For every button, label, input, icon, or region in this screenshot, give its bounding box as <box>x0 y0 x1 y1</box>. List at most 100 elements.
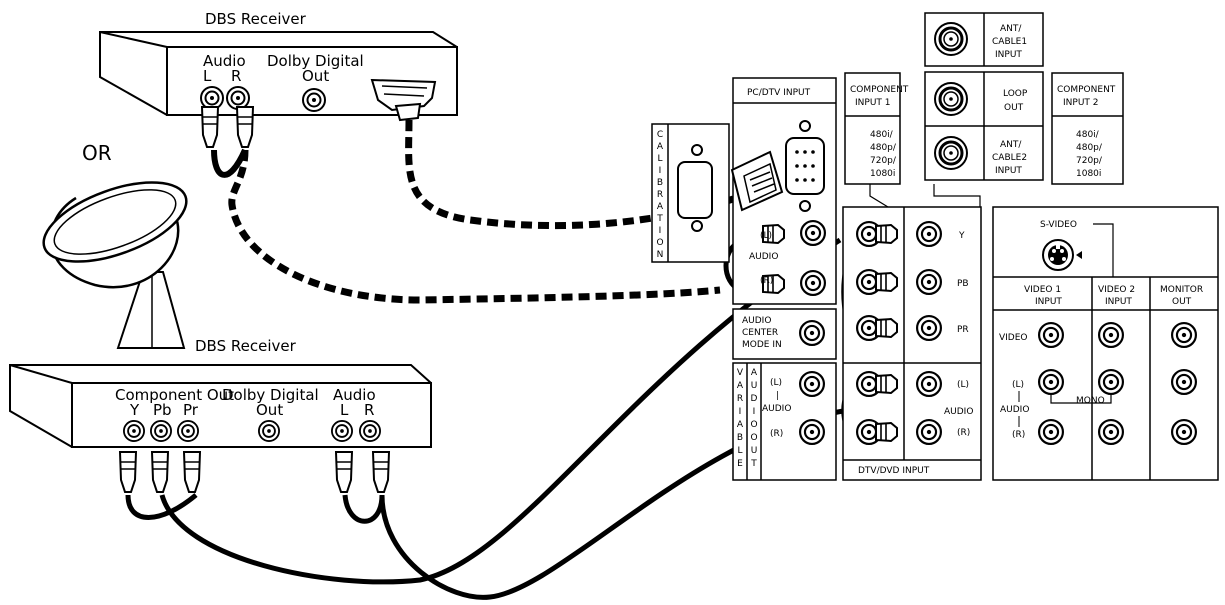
video1-video-jack <box>1038 322 1064 348</box>
dtv-pb-label: PB <box>957 279 969 289</box>
component1-res-2: 480p/ <box>870 143 897 153</box>
ant2-label-2: CABLE2 <box>992 153 1027 163</box>
loop-out-coax <box>933 81 969 117</box>
video1-audio-l-jack <box>1038 369 1064 395</box>
dtv-c2-y-jack <box>916 221 942 247</box>
pc-audio-r-label: (R) <box>760 276 773 286</box>
dtv-r-label: (R) <box>957 428 970 438</box>
audio-out-letter: D <box>751 394 758 404</box>
calibration-letter: R <box>657 190 663 200</box>
dtv-audio-label: AUDIO <box>944 407 973 417</box>
dtv-dvd-input-label: DTV/DVD INPUT <box>858 466 930 476</box>
dtv-l-label: (L) <box>957 380 969 390</box>
satellite-dish <box>42 181 188 349</box>
video2-video-jack <box>1098 322 1124 348</box>
ant1-label-3: INPUT <box>995 50 1022 60</box>
component1-label-2: INPUT 1 <box>855 98 891 108</box>
variable-letter: V <box>737 368 744 378</box>
video2-audio-l-jack <box>1098 369 1124 395</box>
monitor-label-2: OUT <box>1172 297 1192 307</box>
dtv-c2-pb-jack <box>916 269 942 295</box>
receiver-bottom-dolby-jack <box>258 420 280 442</box>
calibration-letter: T <box>656 214 663 224</box>
variable-letter: A <box>737 381 744 391</box>
receiver-top-audio-r-jack <box>226 86 250 110</box>
dtv-c1-y-plug <box>874 223 899 245</box>
loop-label-1: LOOP <box>1003 89 1028 99</box>
mono-label: MONO <box>1076 396 1105 406</box>
cable-component <box>159 237 842 585</box>
receiver-bottom-pr-label: Pr <box>183 401 199 419</box>
receiver-bottom-y-jack <box>123 420 145 442</box>
ant2-label-3: INPUT <box>995 166 1022 176</box>
svideo-label: S-VIDEO <box>1040 220 1077 230</box>
component2-label-2: INPUT 2 <box>1063 98 1099 108</box>
video2-audio-r-jack <box>1098 419 1124 445</box>
audio-center-label-3: MODE IN <box>742 340 782 350</box>
pc-audio-l-jack <box>800 220 826 246</box>
receiver-top-out-label: Out <box>302 67 329 85</box>
receiver-bottom-pr-jack <box>177 420 199 442</box>
receiver-top-dolby-jack <box>302 88 326 112</box>
calibration-letter: N <box>657 250 664 260</box>
video-row-label: VIDEO <box>999 333 1028 343</box>
video-audio-r-label: (R) <box>1012 430 1025 440</box>
component2-res-4: 1080i <box>1076 169 1101 179</box>
dtv-pr-label: PR <box>957 325 969 335</box>
component2-res-2: 480p/ <box>1076 143 1103 153</box>
audio-out-letter: O <box>750 433 757 443</box>
pc-audio-l-label: (L) <box>760 231 772 241</box>
calibration-letter: I <box>659 226 662 236</box>
variable-letter: L <box>737 446 742 456</box>
receiver-top-l-label: L <box>203 67 212 85</box>
dtv-c1-pr-plug <box>874 317 899 339</box>
cable-component-loop <box>125 493 198 520</box>
variable-letter: I <box>739 407 742 417</box>
variable-r-jack <box>799 419 825 445</box>
calibration-letter: A <box>657 142 664 152</box>
dtv-c2-r-jack <box>916 419 942 445</box>
component2-res-3: 720p/ <box>1076 156 1103 166</box>
variable-l-label: (L) <box>770 378 782 388</box>
receiver-top-audio-l-jack <box>200 86 224 110</box>
monitor-audio-r-jack <box>1171 419 1197 445</box>
variable-r-label: (R) <box>770 429 783 439</box>
cable-top-loop <box>211 148 248 178</box>
ant-cable1-coax <box>933 21 969 57</box>
dtv-c2-l-jack <box>916 371 942 397</box>
audio-out-letter: U <box>751 381 758 391</box>
audio-out-letter: I <box>753 407 756 417</box>
pc-audio-r-jack <box>800 270 826 296</box>
calibration-letter: I <box>659 166 662 176</box>
plug-bottom-l <box>335 451 353 493</box>
pc-dtv-input-label: PC/DTV INPUT <box>747 88 811 98</box>
plug-bottom-y <box>119 451 137 493</box>
audio-center-label-2: CENTER <box>742 328 778 338</box>
variable-letter: E <box>737 459 743 469</box>
video1-label-2: INPUT <box>1035 297 1062 307</box>
receiver-bottom-r-label: R <box>364 401 374 419</box>
ant-cable2-coax <box>933 135 969 171</box>
receiver-bottom-component-label: Component Out <box>115 386 234 404</box>
plug-bottom-pr <box>183 451 201 493</box>
calibration-letter: A <box>657 202 664 212</box>
monitor-audio-l-jack <box>1171 369 1197 395</box>
component2-label-1: COMPONENT <box>1057 85 1116 95</box>
variable-letter: A <box>737 420 744 430</box>
variable-l-jack <box>799 371 825 397</box>
component2-res-1: 480i/ <box>1076 130 1100 140</box>
component1-res-4: 1080i <box>870 169 895 179</box>
plug-bottom-pb <box>151 451 169 493</box>
receiver-top-audio-label: Audio <box>203 52 246 70</box>
receiver-top-r-label: R <box>231 67 241 85</box>
video-audio-l-label: (L) <box>1012 380 1024 390</box>
audio-out-letter: U <box>751 446 758 456</box>
receiver-top-title: DBS Receiver <box>205 10 307 28</box>
video1-label-1: VIDEO 1 <box>1024 285 1061 295</box>
monitor-label-1: MONITOR <box>1160 285 1203 295</box>
component1-label-1: COMPONENT <box>850 85 909 95</box>
video2-label-1: VIDEO 2 <box>1098 285 1135 295</box>
